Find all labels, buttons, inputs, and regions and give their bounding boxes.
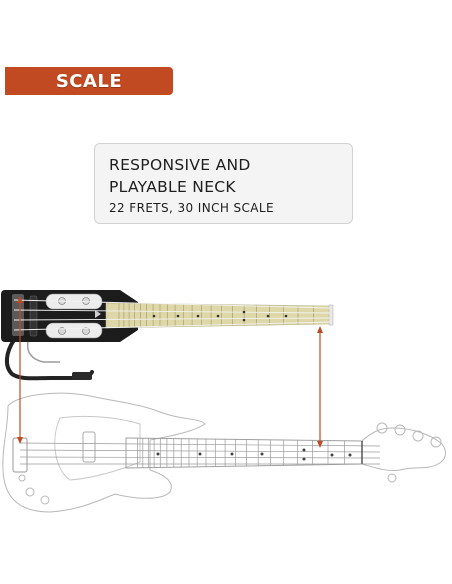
- arrow-up-icon: [17, 296, 23, 303]
- feature-subtitle: 22 FRETS, 30 INCH SCALE: [109, 201, 274, 215]
- headphone-knob-icon: [82, 327, 90, 335]
- feature-card: RESPONSIVE AND PLAYABLE NECK 22 FRETS, 3…: [94, 143, 353, 224]
- brand-logo-icon: [95, 310, 101, 318]
- bass-pickup-outline: [82, 431, 96, 463]
- travel-bass-frets: [118, 303, 314, 328]
- tuner-5: [387, 473, 397, 483]
- arrow-down-icon: [17, 437, 23, 444]
- full-bass-strings: [19, 442, 381, 465]
- tuner-4: [430, 436, 442, 448]
- tuner-2: [394, 424, 406, 436]
- tuner-1: [376, 422, 388, 434]
- travel-bass-bridge: [12, 294, 24, 336]
- section-tab-label: SCALE: [55, 70, 123, 92]
- travel-bass-neck-end: [328, 304, 334, 326]
- travel-bass-pickup: [29, 295, 38, 337]
- travel-bass: [1, 290, 334, 381]
- bass-body-outline: [2, 392, 206, 513]
- travel-bass-strings: [13, 299, 331, 331]
- feature-title-line2: PLAYABLE NECK: [109, 178, 236, 196]
- bass-pickguard-outline: [54, 415, 141, 481]
- full-bass-fret-markers: [156, 448, 352, 461]
- cable-plug: [72, 372, 92, 380]
- body-cutout-bottom: [45, 322, 103, 339]
- full-bass-frets: [137, 438, 345, 468]
- full-size-bass-outline: [2, 392, 446, 513]
- headphone-wire: [26, 341, 60, 363]
- arrow-down-icon: [317, 441, 323, 448]
- bass-headstock-outline: [361, 427, 446, 471]
- bass-neck-outline: [125, 437, 363, 469]
- arrow-up-icon: [317, 326, 323, 333]
- tone-knob-icon: [82, 297, 90, 305]
- bass-knob-2: [40, 495, 50, 505]
- section-tab-scale: SCALE: [5, 67, 173, 95]
- scale-arrow-bridge: [17, 296, 23, 444]
- feature-title-line1: RESPONSIVE AND: [109, 156, 251, 174]
- bass-knob-1: [25, 487, 35, 497]
- travel-bass-fret-markers: [152, 310, 288, 322]
- tuner-3: [412, 430, 424, 442]
- scale-arrow-nut: [317, 326, 323, 448]
- bass-jack: [18, 474, 26, 482]
